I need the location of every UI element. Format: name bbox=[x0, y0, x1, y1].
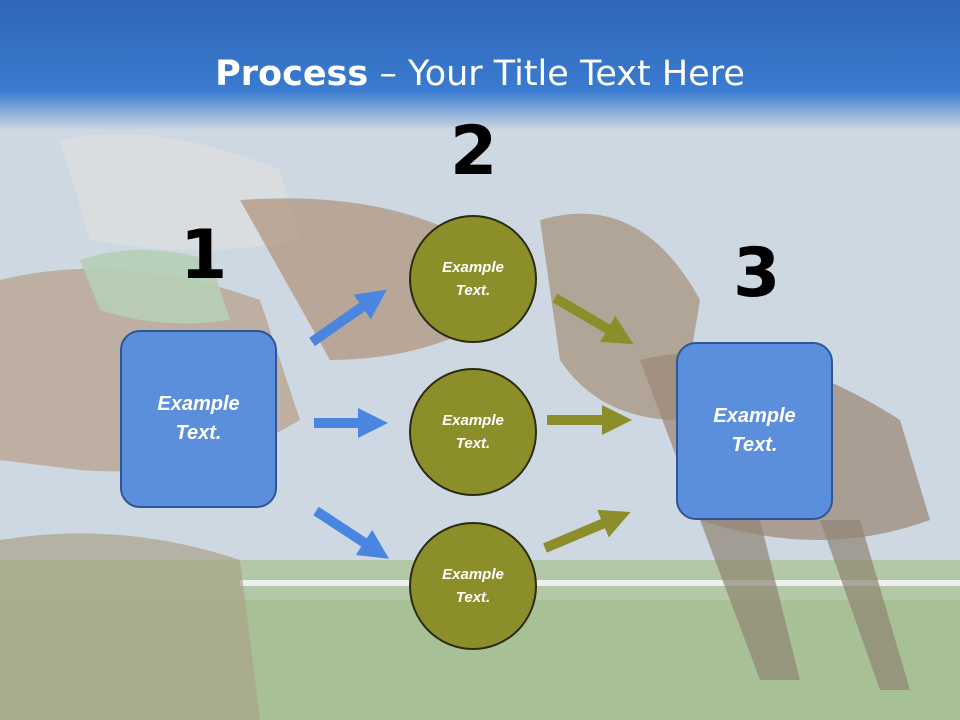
title-rest: – Your Title Text Here bbox=[368, 54, 745, 94]
circle-bottom-line2: Text. bbox=[455, 589, 491, 606]
slide-title: Process – Your Title Text Here bbox=[0, 54, 960, 94]
title-banner bbox=[0, 0, 960, 130]
circle-top-line1: Example bbox=[442, 259, 504, 276]
step-number-3: 3 bbox=[733, 234, 781, 313]
step-number-1: 1 bbox=[180, 216, 228, 295]
left-box-line2: Text. bbox=[175, 422, 222, 444]
circle-top-line2: Text. bbox=[455, 282, 491, 299]
left-example-box[interactable]: Example Text. bbox=[120, 330, 277, 508]
circle-bottom[interactable]: Example Text. bbox=[409, 522, 537, 650]
left-box-line1: Example bbox=[157, 393, 240, 415]
circle-middle-line2: Text. bbox=[455, 435, 491, 452]
step-number-2: 2 bbox=[450, 112, 498, 191]
title-bold: Process bbox=[215, 54, 369, 94]
right-example-box[interactable]: Example Text. bbox=[676, 342, 833, 520]
circle-bottom-line1: Example bbox=[442, 566, 504, 583]
circle-top[interactable]: Example Text. bbox=[409, 215, 537, 343]
circle-middle-line1: Example bbox=[442, 412, 504, 429]
right-box-line2: Text. bbox=[731, 434, 778, 456]
circle-middle[interactable]: Example Text. bbox=[409, 368, 537, 496]
right-box-line1: Example bbox=[713, 405, 796, 427]
